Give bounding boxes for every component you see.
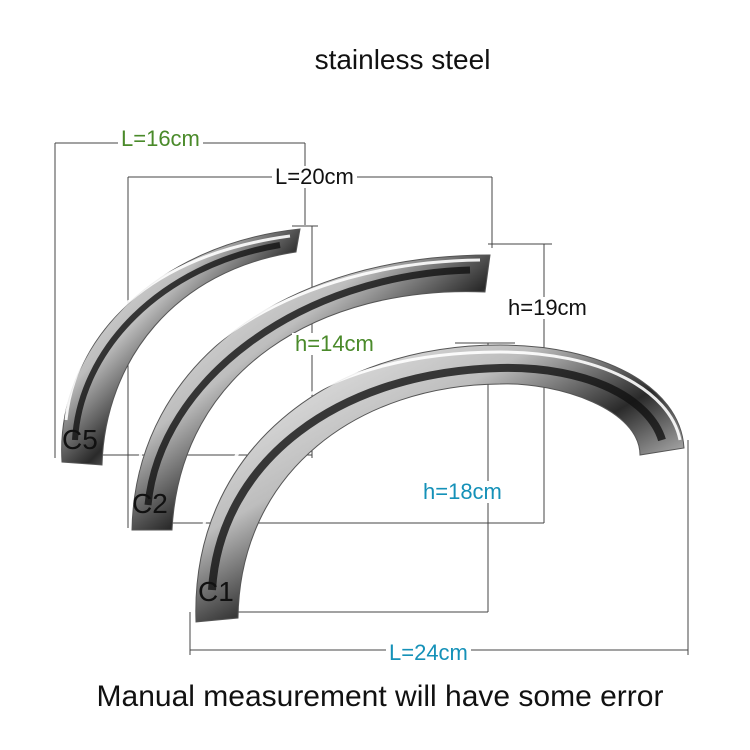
title-text: stainless steel	[314, 44, 491, 75]
c1-length-label: L=24cm	[386, 642, 471, 664]
c2-model-label: C2	[132, 488, 168, 519]
c5-length-label: L=16cm	[118, 128, 203, 150]
c5-handle-image	[61, 228, 301, 466]
c1-height-label: h=18cm	[420, 481, 505, 503]
c2-handle-image	[131, 254, 491, 531]
footer-note: Manual measurement will have some error	[96, 680, 664, 713]
c2-length-label: L=20cm	[272, 166, 357, 188]
c2-height-label: h=19cm	[505, 297, 590, 319]
c1-handle-image	[195, 344, 685, 623]
c5-height-label: h=14cm	[292, 333, 377, 355]
c1-model-label: C1	[198, 576, 234, 607]
c5-model-label: C5	[62, 424, 98, 455]
